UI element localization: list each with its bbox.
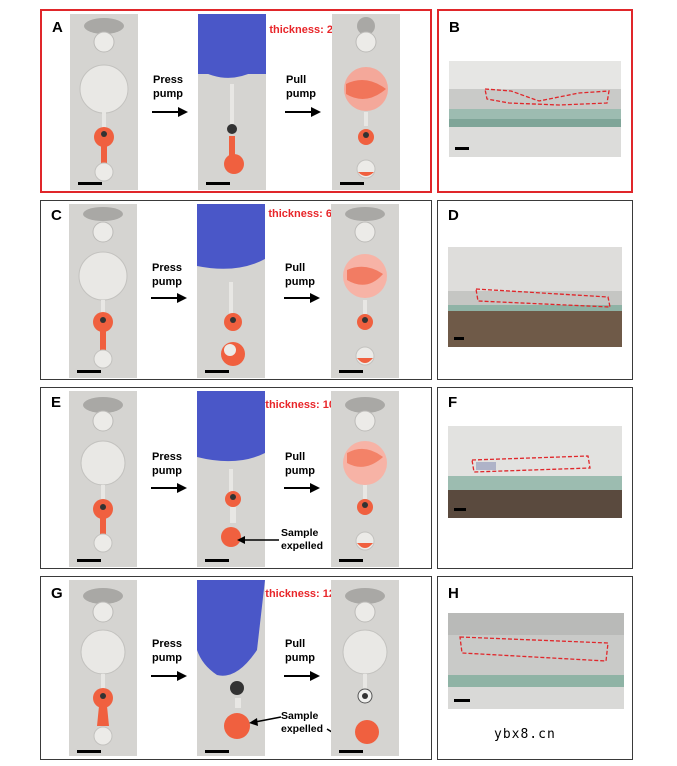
pull-pump-label: Pull pump — [285, 262, 315, 288]
panel-letter: G — [51, 585, 63, 602]
scale-bar — [77, 559, 101, 562]
arrow-left-icon — [237, 536, 279, 544]
chip-drawing — [197, 204, 265, 366]
chip-photo-pulled — [331, 204, 399, 378]
chip-drawing — [342, 588, 388, 744]
chip-drawing — [79, 18, 129, 182]
chip-photo-pressed — [197, 580, 265, 756]
panel-letter: E — [51, 394, 62, 411]
panel-e-frame: E Ceiling thickness: 1000 µm Press pump — [40, 387, 432, 569]
scale-bar — [454, 699, 470, 702]
cross-section-photo — [448, 247, 622, 347]
panel-letter: C — [51, 207, 62, 224]
chip-drawing — [197, 391, 265, 547]
scale-bar — [205, 370, 229, 373]
arrow-right-icon — [284, 293, 320, 303]
pull-pump-label: Pull pump — [285, 638, 315, 664]
cross-section-photo — [448, 613, 624, 709]
chip-drawing — [78, 207, 128, 369]
chip-photo-pulled — [331, 391, 399, 567]
scale-bar — [455, 147, 469, 150]
scale-bar — [205, 559, 229, 562]
chip-drawing — [344, 17, 388, 179]
arrow-right-icon — [284, 671, 320, 681]
panel-f-frame: F — [437, 387, 633, 569]
arrow-left-icon — [249, 716, 282, 726]
panel-letter: D — [448, 207, 459, 224]
arrow-right-icon — [151, 483, 187, 493]
chip-photo-initial — [70, 14, 138, 190]
panel-h-frame: H — [437, 576, 633, 760]
arrow-right-icon — [151, 671, 187, 681]
chip-photo-pulled — [332, 14, 400, 190]
arrow-right-icon — [285, 107, 321, 117]
arrow-right-icon — [152, 107, 188, 117]
press-pump-label: Press pump — [153, 74, 183, 100]
panel-letter: H — [448, 585, 459, 602]
chip-drawing — [80, 397, 126, 553]
arrow-right-icon — [151, 293, 187, 303]
chip-drawing — [343, 397, 387, 551]
panel-c-frame: C Ceiling thickness: 600 µm Press pump — [40, 200, 432, 380]
press-pump-label: Press pump — [152, 451, 182, 477]
chip-photo-pressed — [197, 204, 265, 378]
watermark: ybx8.cn — [494, 727, 556, 742]
pull-pump-label: Pull pump — [286, 74, 316, 100]
scale-bar — [339, 370, 363, 373]
chip-drawing — [197, 580, 265, 739]
arrow-right-icon — [284, 483, 320, 493]
cross-section-photo — [449, 61, 621, 157]
press-pump-label: Press pump — [152, 638, 182, 664]
scale-bar — [78, 182, 102, 185]
cross-section-photo — [448, 426, 622, 518]
scale-bar — [454, 337, 464, 340]
panel-letter: A — [52, 19, 63, 36]
scale-bar — [205, 750, 229, 753]
scale-bar — [340, 182, 364, 185]
scale-bar — [206, 182, 230, 185]
panel-a-frame: A Ceiling thickness: 200 µm Press pump — [40, 9, 432, 193]
chip-photo-initial — [69, 580, 137, 756]
scale-bar — [77, 750, 101, 753]
sample-expelled-label: Sample expelled — [281, 527, 324, 552]
chip-photo-initial — [69, 204, 137, 378]
panel-d-frame: D — [437, 200, 633, 380]
chip-photo-pressed — [198, 14, 266, 190]
pull-pump-label: Pull pump — [285, 451, 315, 477]
scale-bar — [339, 559, 363, 562]
panel-g-frame: G Ceiling thickness: 1200 µm Press pump … — [40, 576, 432, 760]
chip-drawing — [343, 207, 387, 366]
panel-b-frame: B — [437, 9, 633, 193]
chip-drawing — [80, 588, 126, 746]
chip-photo-pressed — [197, 391, 265, 567]
scale-bar — [454, 508, 466, 511]
chip-photo-pulled — [331, 580, 399, 756]
press-pump-label: Press pump — [152, 262, 182, 288]
sample-expelled-label: Sample expelled — [281, 710, 324, 735]
panel-letter: B — [449, 19, 460, 36]
chip-photo-initial — [69, 391, 137, 567]
chip-drawing — [198, 14, 266, 174]
scale-bar — [339, 750, 363, 753]
scale-bar — [77, 370, 101, 373]
panel-letter: F — [448, 394, 458, 411]
